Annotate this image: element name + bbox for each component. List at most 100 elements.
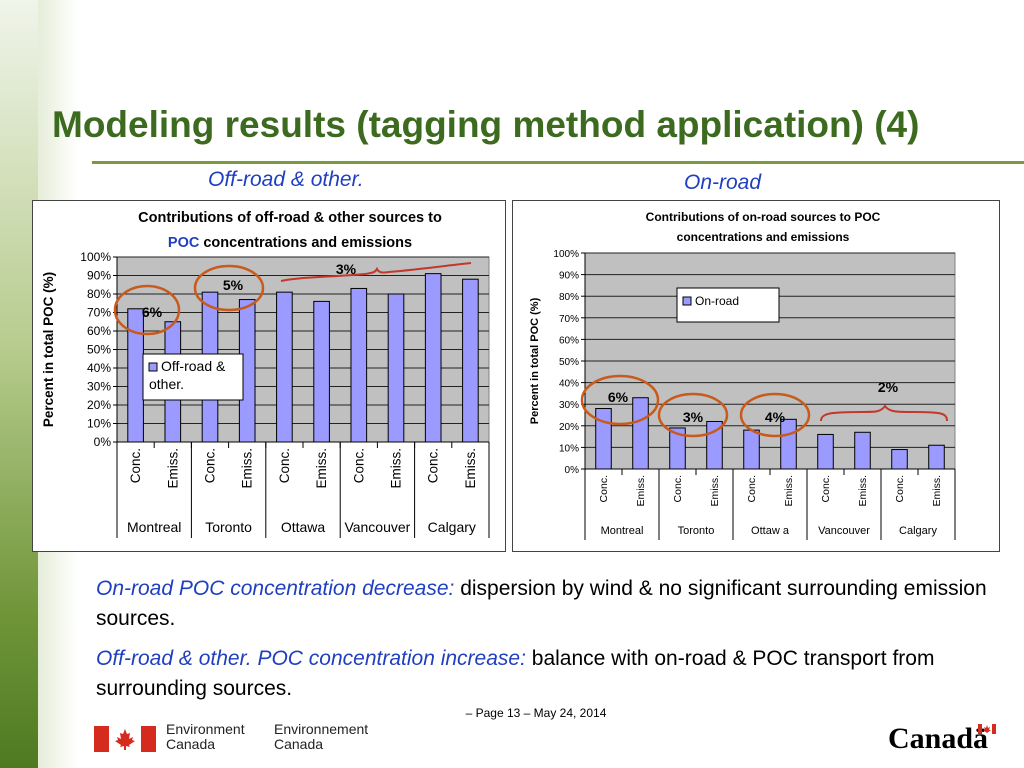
highlight-circle: [739, 392, 811, 438]
onroad-chart-panel: Contributions of on-road sources to POC c…: [512, 200, 1000, 552]
findings-text: On-road POC concentration decrease: disp…: [96, 574, 996, 714]
x-category-label: Emiss.: [709, 475, 721, 507]
ec-english-line2: Canada: [166, 736, 216, 752]
finding-onroad-body: dispersion by wind & no significant surr…: [96, 577, 987, 630]
x-category-label: Conc.: [894, 475, 906, 502]
bar: [313, 300, 330, 443]
bar: [387, 293, 405, 443]
x-group-label: Vancouver: [344, 519, 410, 535]
y-tick-label: 90%: [559, 271, 579, 282]
change-annotation: 6%: [142, 304, 163, 320]
x-category-label: Conc.: [672, 475, 684, 502]
x-category-label: Emiss.: [463, 448, 478, 489]
legend-label: On-road: [695, 294, 739, 308]
y-tick-label: 60%: [87, 324, 111, 338]
chart-title: Contributions of off-road & other source…: [138, 210, 442, 251]
change-annotation: 2%: [878, 379, 899, 395]
bar: [743, 429, 760, 470]
legend-box: [676, 287, 780, 323]
x-group-label: Calgary: [428, 519, 476, 535]
chart-title-line2: concentrations and emissions: [199, 235, 412, 251]
chart-title-line2: concentrations and emissions: [677, 230, 850, 244]
x-group-label: Montreal: [601, 525, 644, 537]
chart-title-highlight: POC: [168, 235, 200, 251]
change-annotation: 5%: [223, 277, 244, 293]
change-annotation: 3%: [683, 409, 704, 425]
bar: [817, 433, 834, 470]
y-tick-label: 30%: [87, 380, 111, 394]
ec-french-line2: Canada: [274, 736, 324, 752]
chart-title-line1: Contributions of off-road & other source…: [138, 210, 442, 226]
canada-flag-icon: [94, 726, 156, 752]
y-tick-label: 50%: [87, 343, 111, 357]
legend-swatch: [148, 362, 158, 372]
x-group-label: Toronto: [678, 525, 715, 537]
x-category-label: Emiss.: [783, 475, 795, 507]
x-group-label: Ottawa: [281, 519, 326, 535]
finding-onroad-lead: On-road POC concentration decrease:: [96, 577, 455, 600]
environment-canada-logo: Environment Canada Environnement Canada: [94, 722, 394, 754]
bar: [276, 291, 293, 443]
x-category-label: Conc.: [820, 475, 832, 502]
x-group-label: Vancouver: [818, 525, 870, 537]
finding-offroad-body: balance with on-road & POC transport fro…: [96, 647, 935, 700]
canada-wordmark: Canadä: [888, 722, 989, 755]
finding-onroad: On-road POC concentration decrease: disp…: [96, 574, 996, 634]
y-axis-label: Percent in total POC (%): [41, 272, 56, 427]
chart-legend: On-road: [676, 287, 780, 323]
decorative-side-gradient: [0, 0, 38, 768]
ec-english-line1: Environment: [166, 721, 245, 737]
right-chart-caption: On-road: [684, 171, 762, 194]
finding-offroad: Off-road & other. POC concentration incr…: [96, 644, 996, 704]
ec-french-name: Environnement Canada: [274, 722, 368, 752]
slide-title: Modeling results (tagging method applica…: [52, 104, 920, 145]
legend-label-line1: Off-road &: [161, 358, 226, 374]
bar: [780, 418, 797, 470]
bar: [595, 408, 612, 470]
chart-legend: Off-road & other.: [142, 353, 244, 401]
x-category-label: Conc.: [746, 475, 758, 502]
y-tick-label: 30%: [559, 400, 579, 411]
finding-offroad-lead: Off-road & other. POC concentration incr…: [96, 647, 526, 670]
bar: [350, 287, 368, 443]
bar: [424, 273, 442, 443]
y-axis-label: Percent in total POC (%): [529, 297, 541, 424]
bar: [632, 397, 649, 470]
x-category-label: Conc.: [277, 448, 292, 483]
y-tick-label: 70%: [559, 314, 579, 325]
page-footer: – Page 13 – May 24, 2014: [0, 706, 1024, 720]
y-tick-label: 40%: [559, 379, 579, 390]
highlight-circle: [113, 284, 181, 336]
left-chart-caption: Off-road & other.: [208, 168, 364, 191]
chart-title-line1: Contributions of on-road sources to POC: [646, 210, 881, 224]
legend-box: [142, 353, 244, 401]
y-tick-label: 60%: [559, 335, 579, 346]
bar: [928, 444, 945, 470]
x-category-label: Emiss.: [314, 448, 329, 489]
y-tick-label: 100%: [553, 249, 579, 260]
y-tick-label: 0%: [565, 465, 580, 476]
legend-swatch: [682, 296, 692, 306]
x-category-label: Conc.: [351, 448, 366, 483]
chart-title: Contributions of on-road sources to POC c…: [646, 210, 881, 244]
legend-label-line2: other.: [149, 376, 184, 392]
highlight-circle: [580, 374, 660, 426]
change-annotation: 4%: [765, 409, 786, 425]
x-group-label: Montreal: [127, 519, 181, 535]
y-tick-label: 20%: [87, 398, 111, 412]
bar: [669, 427, 686, 470]
legend-label: Off-road & other.: [149, 358, 226, 392]
offroad-chart: Contributions of off-road & other source…: [41, 210, 490, 538]
x-category-label: Emiss.: [389, 448, 404, 489]
x-category-label: Conc.: [598, 475, 610, 502]
y-tick-label: 90%: [87, 269, 111, 283]
highlight-circle: [657, 392, 729, 438]
y-tick-label: 0%: [94, 435, 112, 449]
change-annotation: 3%: [336, 261, 357, 277]
offroad-chart-panel: Contributions of off-road & other source…: [32, 200, 506, 552]
x-category-label: Emiss.: [165, 448, 180, 489]
x-category-label: Emiss.: [931, 475, 943, 507]
change-annotation: 6%: [608, 389, 629, 405]
onroad-chart: Contributions of on-road sources to POC c…: [529, 210, 956, 540]
ec-english-name: Environment Canada: [166, 722, 245, 752]
